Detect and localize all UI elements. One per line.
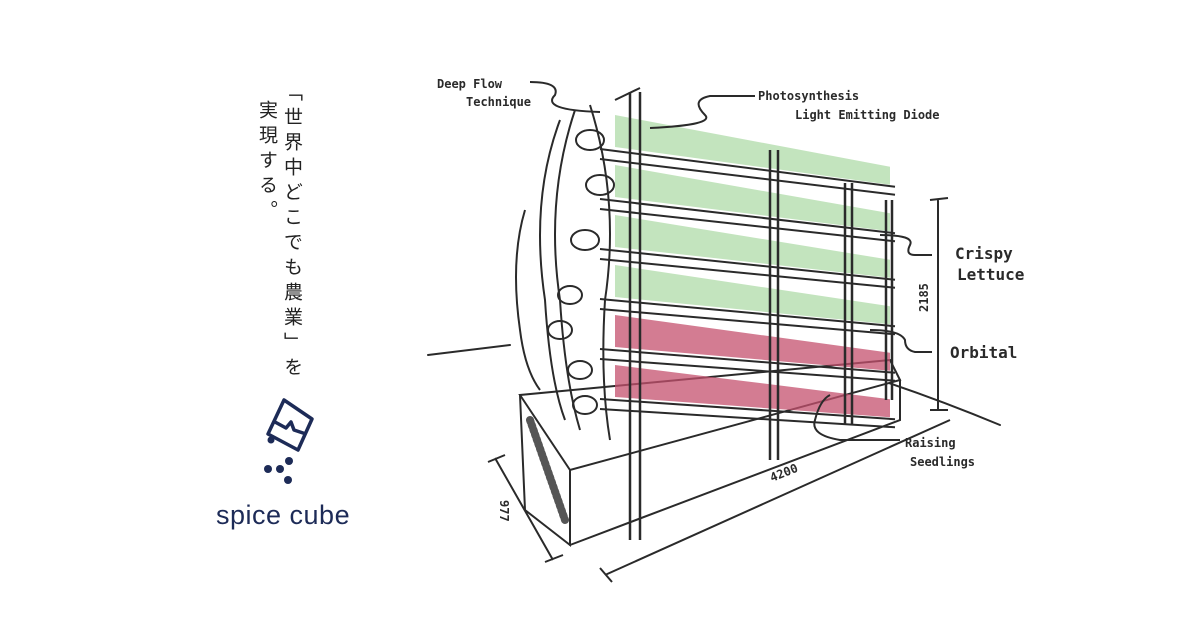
red-lettuce-row: [615, 315, 890, 371]
label-led-1: Photosynthesis: [758, 89, 859, 103]
label-raising-1: Raising: [905, 436, 956, 450]
green-lettuce-row: [615, 265, 890, 325]
tagline-line-1: 「世界中どこでも農業」を: [281, 82, 303, 382]
label-led-2: Light Emitting Diode: [795, 108, 940, 122]
label-deep-flow-1: Deep Flow: [437, 77, 503, 91]
label-crispy-2: Lettuce: [957, 265, 1024, 284]
dimension-height: 2185: [917, 283, 931, 312]
brand-name: spice cube: [216, 500, 351, 530]
green-lettuce-row: [615, 215, 890, 278]
green-lettuce-row: [615, 165, 890, 232]
label-deep-flow-2: Technique: [466, 95, 531, 109]
label-raising-2: Seedlings: [910, 455, 975, 469]
tagline-line-2: 実現する。: [256, 100, 278, 225]
label-crispy-1: Crispy: [955, 244, 1013, 263]
spice-cube-logo-icon: [264, 398, 314, 484]
dimension-depth: 977: [497, 500, 511, 522]
green-lettuce-row: [615, 115, 890, 185]
dimension-length: 4200: [768, 461, 800, 485]
label-orbital: Orbital: [950, 343, 1017, 362]
